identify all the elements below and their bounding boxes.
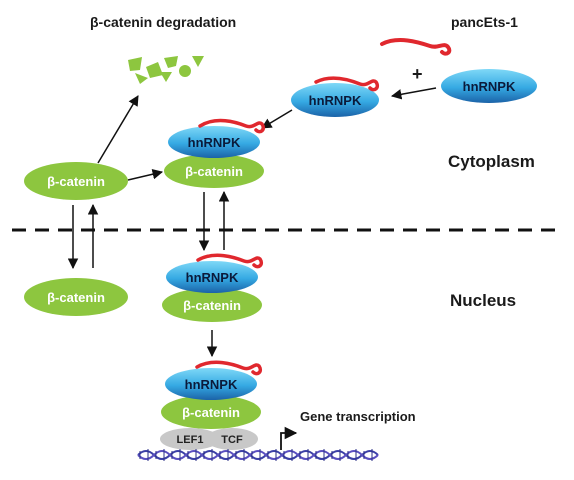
dna-helix bbox=[137, 449, 379, 461]
complex-nucleus: β-catenin hnRNPK bbox=[162, 253, 264, 322]
nucleus-label: Nucleus bbox=[450, 291, 516, 310]
svg-text:hnRNPK: hnRNPK bbox=[188, 135, 241, 150]
arrow-to-degradation bbox=[97, 95, 139, 164]
plus-sign: + bbox=[412, 64, 423, 84]
cytoplasm-label: Cytoplasm bbox=[448, 152, 535, 171]
lef1-tcf-factors: LEF1 TCF bbox=[160, 428, 258, 450]
gene-transcription-label: Gene transcription bbox=[300, 409, 416, 424]
svg-text:hnRNPK: hnRNPK bbox=[185, 377, 238, 392]
transcription-start-arrow bbox=[280, 426, 298, 450]
arrow-to-cytoplasm-complex bbox=[261, 109, 293, 129]
beta-catenin-cytoplasm: β-catenin bbox=[24, 162, 128, 200]
complex-dna-bound: β-catenin hnRNPK bbox=[161, 360, 263, 429]
complex-cytoplasm: β-catenin hnRNPK bbox=[164, 118, 266, 188]
svg-text:hnRNPK: hnRNPK bbox=[463, 79, 516, 94]
hnrnpk-free: hnRNPK bbox=[441, 69, 537, 103]
pancets-rna bbox=[380, 38, 452, 56]
svg-text:β-catenin: β-catenin bbox=[183, 298, 241, 313]
svg-text:hnRNPK: hnRNPK bbox=[186, 270, 239, 285]
tcf-label: TCF bbox=[221, 434, 243, 446]
degradation-fragments bbox=[128, 56, 204, 84]
beta-catenin-nucleus: β-catenin bbox=[24, 278, 128, 316]
arrow-to-complex bbox=[390, 87, 437, 100]
pancets-label: pancEts-1 bbox=[451, 14, 518, 30]
svg-text:β-catenin: β-catenin bbox=[182, 405, 240, 420]
degradation-label: β-catenin degradation bbox=[90, 14, 236, 30]
lef1-label: LEF1 bbox=[177, 434, 204, 446]
svg-text:hnRNPK: hnRNPK bbox=[309, 93, 362, 108]
svg-text:β-catenin: β-catenin bbox=[185, 164, 243, 179]
hnrnpk-pancets-complex: hnRNPK bbox=[291, 76, 380, 117]
svg-text:β-catenin: β-catenin bbox=[47, 290, 105, 305]
svg-text:β-catenin: β-catenin bbox=[47, 174, 105, 189]
arrow-to-binding bbox=[127, 169, 164, 181]
